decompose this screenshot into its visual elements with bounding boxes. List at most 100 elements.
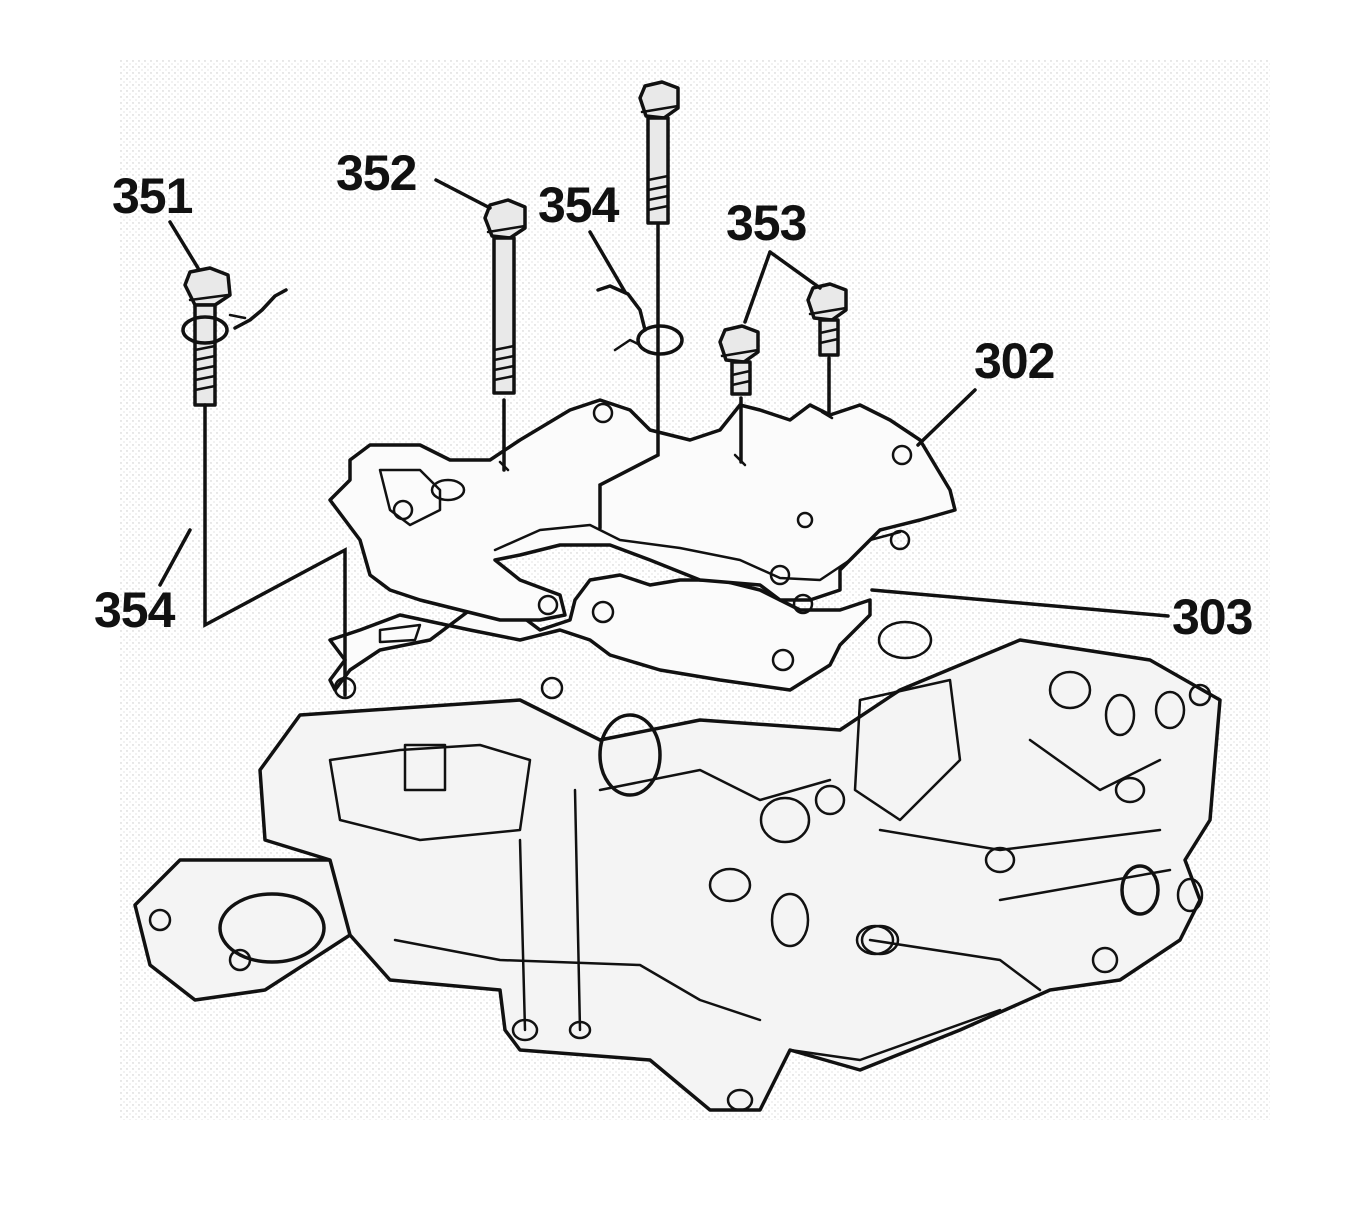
leader-354-top [588,230,627,294]
clip-354-top-tab [613,338,642,352]
body-ridge-b [598,768,832,802]
bolt-353b-head [806,282,848,322]
bore-far-b [1104,693,1136,737]
leader-302 [916,388,977,447]
bottom-stud-c [568,1020,592,1040]
bolt-353b-thread [818,327,840,345]
bolt-353b-shank [818,318,840,357]
bolt-353-b [806,282,848,357]
bore-far-a [1048,670,1092,710]
line-bolt-center [598,223,660,530]
bolt-353a-thread [730,369,752,387]
separator-plate-hole-f [792,593,814,615]
leader-352 [434,178,492,210]
lower-plate-hole-d [591,600,615,624]
separator-plate-302 [328,398,957,622]
callout-351: 351 [112,168,193,224]
bottom-stud-b [511,1018,539,1042]
bore-right-lower [860,924,900,956]
callout-303: 303 [1172,589,1252,645]
valve-body-outline [258,638,1222,1112]
bore-right-top [877,620,933,660]
leader-353-a [743,250,772,324]
body-ridge-a [393,938,762,1022]
bolt-center-thread [646,174,670,212]
mounting-ear-bore [218,892,326,964]
assembly-lines [203,223,831,697]
callout-354-top: 354 [538,177,620,233]
bore-end-face-c [1091,946,1119,974]
body-port-a [403,743,447,792]
body-ridge-g [788,1008,1002,1062]
bolt-353a-shank [730,360,752,396]
separator-plate-slot [430,478,466,502]
bolt-center-long [638,80,680,225]
clip-354-left [181,288,288,345]
bore-center-b [759,796,811,844]
ear-hole-right [228,948,252,972]
bore-right-mid [984,846,1016,874]
separator-plate-hole-b [592,402,614,424]
bore-far-c [1154,690,1186,730]
clip-354-left-arm [233,288,288,330]
lower-plate-hole-c [771,648,795,672]
separator-plate-cutout [378,468,442,527]
bore-end-face-b [1176,877,1204,913]
bore-center-c [814,784,846,816]
bolt-353-a [718,324,760,396]
bolt-352-flange [486,224,527,234]
bore-far-d [1188,683,1212,707]
body-seam-a [518,838,527,1032]
lower-plate-slot [378,623,422,644]
leader-303 [870,588,1170,618]
separator-hole-mark-353b [820,410,834,420]
bolt-351 [183,266,232,407]
bolt-352-thread [492,344,516,382]
bore-far-e [1114,776,1146,804]
callout-leaders [158,178,1170,618]
separator-plate-hole-c [891,444,913,466]
body-channel-a [328,743,532,842]
bolt-353a-flange [720,348,760,358]
callout-labels: 351 352 354 353 302 303 354 [94,145,1253,645]
separator-plate-inner-edge [493,523,902,582]
clip-354-top-arm [596,284,647,332]
body-block-right [853,678,962,822]
leader-354-left [158,528,192,587]
callout-302: 302 [974,333,1054,389]
bolt-center-flange [640,104,680,114]
valve-body-housing [133,620,1222,1112]
body-ridge-c [878,828,1162,852]
bore-end-face [1120,864,1160,916]
lower-plate-hole-b [540,676,564,700]
separator-plate-hole-d [796,511,814,529]
leader-351 [168,220,200,270]
line-bolt-351 [203,403,347,697]
clip-354-top-ring [636,324,684,356]
bolt-351-flange [188,293,230,302]
clip-354-left-tab [228,313,247,320]
bore-lower-a [708,867,752,903]
separator-plate-hole-e [769,564,791,586]
body-ridge-e [998,868,1172,902]
bore-center [598,713,662,797]
separator-plate-hole-a [392,499,414,521]
clip-354-left-ring [181,315,229,345]
callout-353: 353 [726,195,806,251]
bore-lower-b [770,892,810,948]
body-ridge-f [1028,738,1162,792]
bolt-352 [483,198,527,395]
separator-plate-hole-g [537,594,559,616]
separator-plate-hole-h [889,529,911,551]
bolt-352-shank [492,236,516,395]
clip-354-top [596,284,684,356]
bolt-351-thread [193,344,217,392]
bolt-353a-head [718,324,760,364]
bolt-353b-flange [808,306,848,316]
callout-354-left: 354 [94,582,176,638]
bottom-stud [726,1088,754,1112]
leader-353-b [768,250,822,290]
body-ridge-d [868,938,1042,992]
